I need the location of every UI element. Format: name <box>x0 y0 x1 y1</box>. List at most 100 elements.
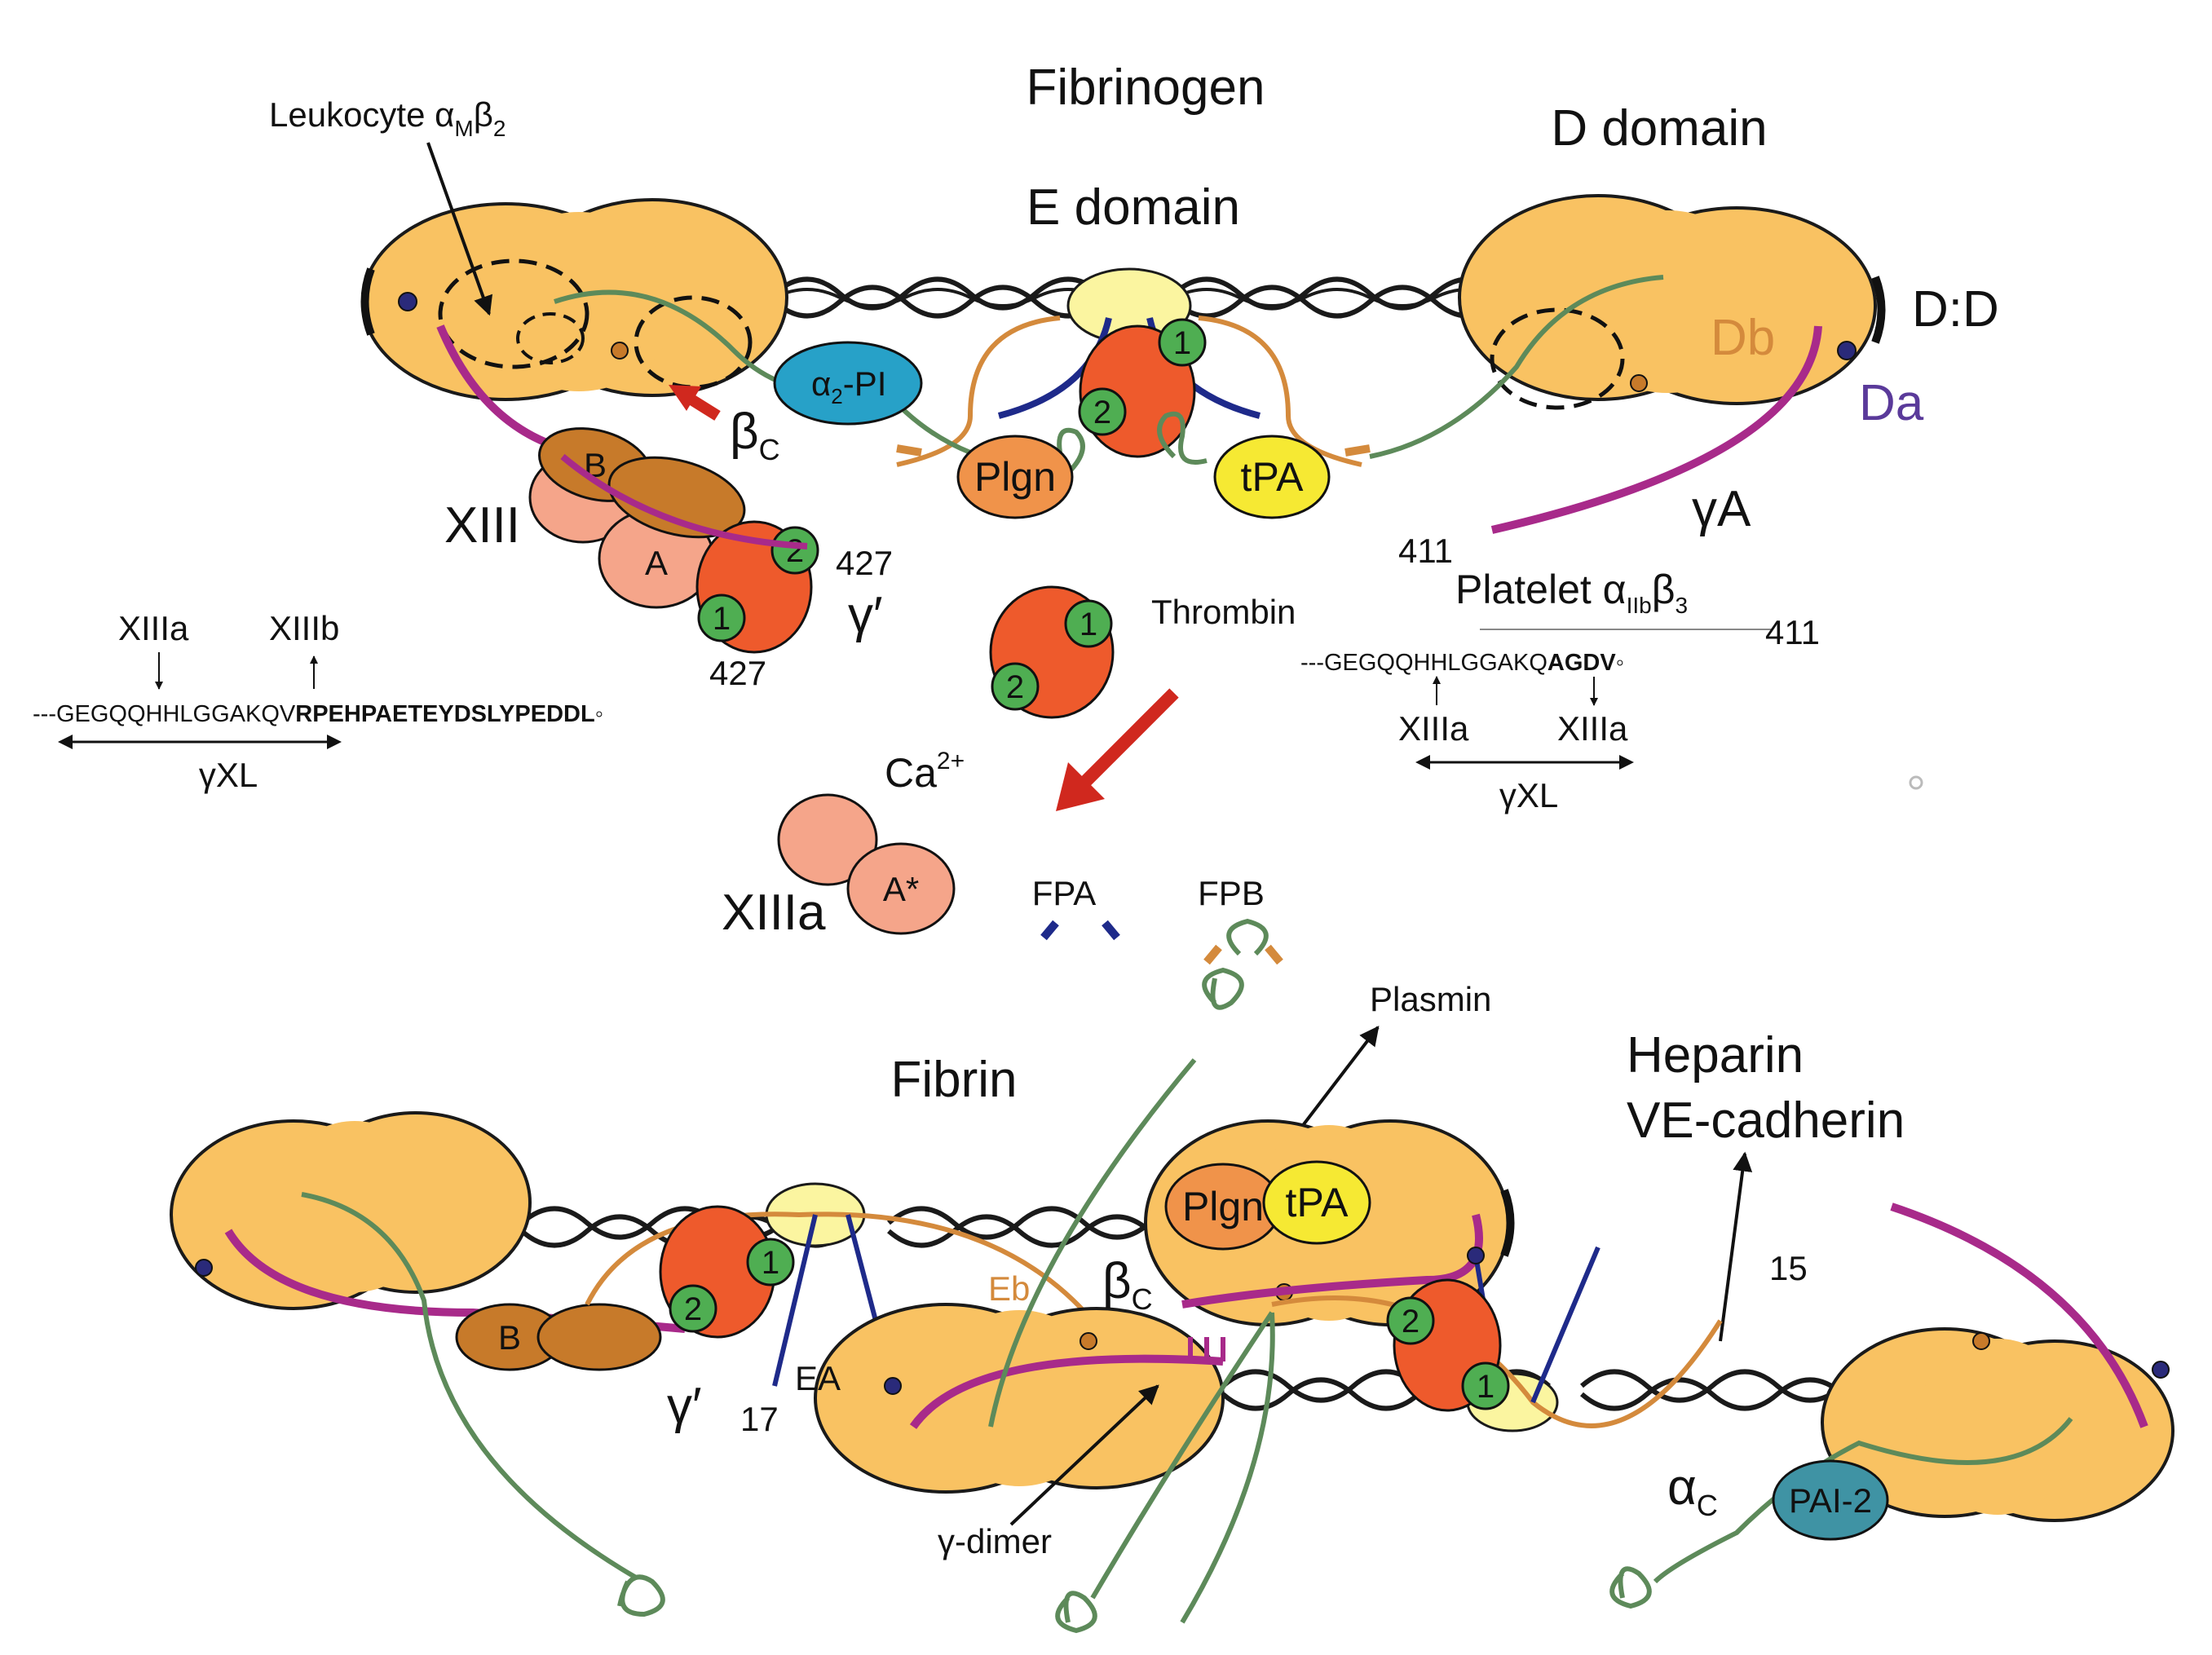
coiled-coil-left <box>773 276 1102 319</box>
beta-site-dot-right <box>1630 374 1648 392</box>
left-n427: 427 <box>709 654 766 692</box>
plasmin-label: Plasmin <box>1370 980 1491 1018</box>
coiled-coil-right <box>1172 276 1502 319</box>
fibrin-left-thrombin-2: 2 <box>684 1291 702 1327</box>
fibrinogen-molecule: 1 2 α2-PI Plgn tPA B A <box>360 194 1886 654</box>
n411-top: 411 <box>1398 532 1453 570</box>
fibrin-xiii-b: B <box>455 1303 662 1371</box>
d-domain-left <box>360 198 857 452</box>
svg-text:Ca2+: Ca2+ <box>885 748 965 796</box>
eb-label: Eb <box>988 1269 1030 1308</box>
fibrin-left-thrombin-1: 1 <box>762 1245 779 1281</box>
xiiia-free-label: XIIIa <box>722 885 826 941</box>
left-seq-prefix: ---GEGQQHHLGGAKQV <box>33 701 296 727</box>
n411b: 411 <box>1765 613 1820 651</box>
right-seq-bold: AGDV <box>1548 650 1616 676</box>
svg-text:---GEGQQHHLGGAKQAGDV◦: ---GEGQQHHLGGAKQAGDV◦ <box>1300 650 1624 676</box>
factor-xiiia-free: A* <box>777 793 956 935</box>
left-gxl: γXL <box>199 756 258 794</box>
beta-c-bottom-sub: C <box>1132 1282 1153 1316</box>
xiii-thrombin-site-1: 1 <box>713 601 731 637</box>
fibrin-e-right: 2 1 <box>1271 1246 1723 1432</box>
gamma-site-dot <box>398 292 417 311</box>
fibrin-right-thrombin-1: 1 <box>1477 1369 1495 1405</box>
astar-label: A* <box>883 870 919 908</box>
alpha-c-sub: C <box>1697 1489 1718 1522</box>
right-sequence: ---GEGQQHHLGGAKQAGDV◦ XIIIa XIIIa γXL <box>1300 650 1923 814</box>
right-seq-suffix: ◦ <box>1616 650 1624 676</box>
heparin-label: Heparin <box>1627 1027 1804 1083</box>
free-thrombin-site-2: 2 <box>1006 669 1024 705</box>
left-xiiia: XIIIa <box>118 609 189 647</box>
alpha2pi-label: α <box>811 364 831 403</box>
n15-label: 15 <box>1769 1249 1808 1287</box>
svg-text:αC: αC <box>1667 1459 1718 1522</box>
platelet-sub2: 3 <box>1675 593 1688 618</box>
fibrin-polymer: B 1 2 <box>170 918 2174 1634</box>
beta-c-arrow <box>669 385 721 421</box>
fibrin-d-left <box>170 1111 686 1617</box>
leukocyte-sub1: M <box>454 116 473 141</box>
xiii-label: XIII <box>444 497 520 554</box>
d-domain-label: D domain <box>1551 100 1767 157</box>
free-thrombin-site-1: 1 <box>1080 607 1097 642</box>
plgn-top-label: Plgn <box>974 454 1056 500</box>
fibrin-d-lower-right: PAI-2 <box>1609 1203 2174 1609</box>
fibrin-title: Fibrin <box>890 1052 1017 1108</box>
n17-label: 17 <box>740 1400 779 1438</box>
right-xiiia-1: XIIIa <box>1398 709 1469 748</box>
leukocyte-mid: β <box>474 95 493 134</box>
svg-text:α2-PI: α2-PI <box>811 364 886 408</box>
right-xiiia-2: XIIIa <box>1557 709 1628 748</box>
cleavage-arrow <box>1056 688 1179 811</box>
platelet-mid: β <box>1652 567 1676 612</box>
thrombin-site-2: 2 <box>1093 395 1111 430</box>
gamma-dimer-arrow <box>1009 1384 1159 1526</box>
fibrin-right-thrombin-2: 2 <box>1402 1304 1419 1339</box>
leukocyte-sub2: 2 <box>493 116 506 141</box>
plgn-top: Plgn <box>956 427 1085 519</box>
fibrin-e-left: 1 2 <box>585 1182 1095 1395</box>
thrombin-site-1: 1 <box>1173 325 1191 361</box>
gamma-a-label: γA <box>1692 481 1751 537</box>
vecadherin-label: VE-cadherin <box>1627 1092 1905 1149</box>
factor-xiii-complex: B A 2 1 <box>528 427 819 654</box>
db-label: Db <box>1711 310 1775 366</box>
fibrin-b-label: B <box>498 1318 521 1357</box>
da-label: Da <box>1859 375 1924 431</box>
leukocyte-arrow <box>426 142 493 316</box>
fibrin-d-center <box>814 967 1244 1494</box>
plgn-bottom-label: Plgn <box>1182 1184 1264 1229</box>
fpa-label: FPA <box>1032 874 1097 912</box>
right-seq-prefix: ---GEGQQHHLGGAKQ <box>1300 650 1548 676</box>
heparin-arrow <box>1719 1151 1753 1342</box>
ca-sup: 2+ <box>937 748 965 775</box>
xiii-a-label: A <box>645 544 668 582</box>
coiled-coil-bottom-lower <box>1221 1369 1910 1411</box>
right-gxl: γXL <box>1499 776 1558 814</box>
fpb-label: FPB <box>1198 874 1265 912</box>
left-seq-suffix: ◦ <box>595 701 603 727</box>
beta-c-top-label: β <box>730 404 759 460</box>
tpa-bottom-label: tPA <box>1286 1180 1349 1225</box>
gamma-chain-left <box>436 324 564 452</box>
left-sequence: XIIIa XIIIb 427 ---GEGQQHHLGGAKQVRPEHPAE… <box>33 609 766 794</box>
svg-text:βC: βC <box>730 404 780 466</box>
svg-text:βC: βC <box>1102 1253 1153 1316</box>
d-domain-right <box>1369 194 1886 534</box>
tpa-top-label: tPA <box>1241 454 1305 500</box>
gamma-prime-bottom: γ′ <box>667 1378 702 1434</box>
thrombin-free: 1 2 <box>989 585 1115 719</box>
alpha2pi-tail: -PI <box>843 364 887 403</box>
alpha2-pi: α2-PI <box>773 341 972 455</box>
alpha2pi-sub: 2 <box>831 384 842 408</box>
thrombin-bound-top: 1 2 <box>1078 318 1207 458</box>
alpha-chain-right <box>1369 275 1664 459</box>
gamma-prime-top: γ′ <box>848 587 883 643</box>
fibrinogen-title: Fibrinogen <box>1027 60 1265 116</box>
leukocyte-label: Leukocyte α <box>269 95 454 134</box>
fibrin-d-upper-right: Plgn tPA <box>1144 1119 1515 1624</box>
platelet-sub: IIb <box>1627 593 1652 618</box>
